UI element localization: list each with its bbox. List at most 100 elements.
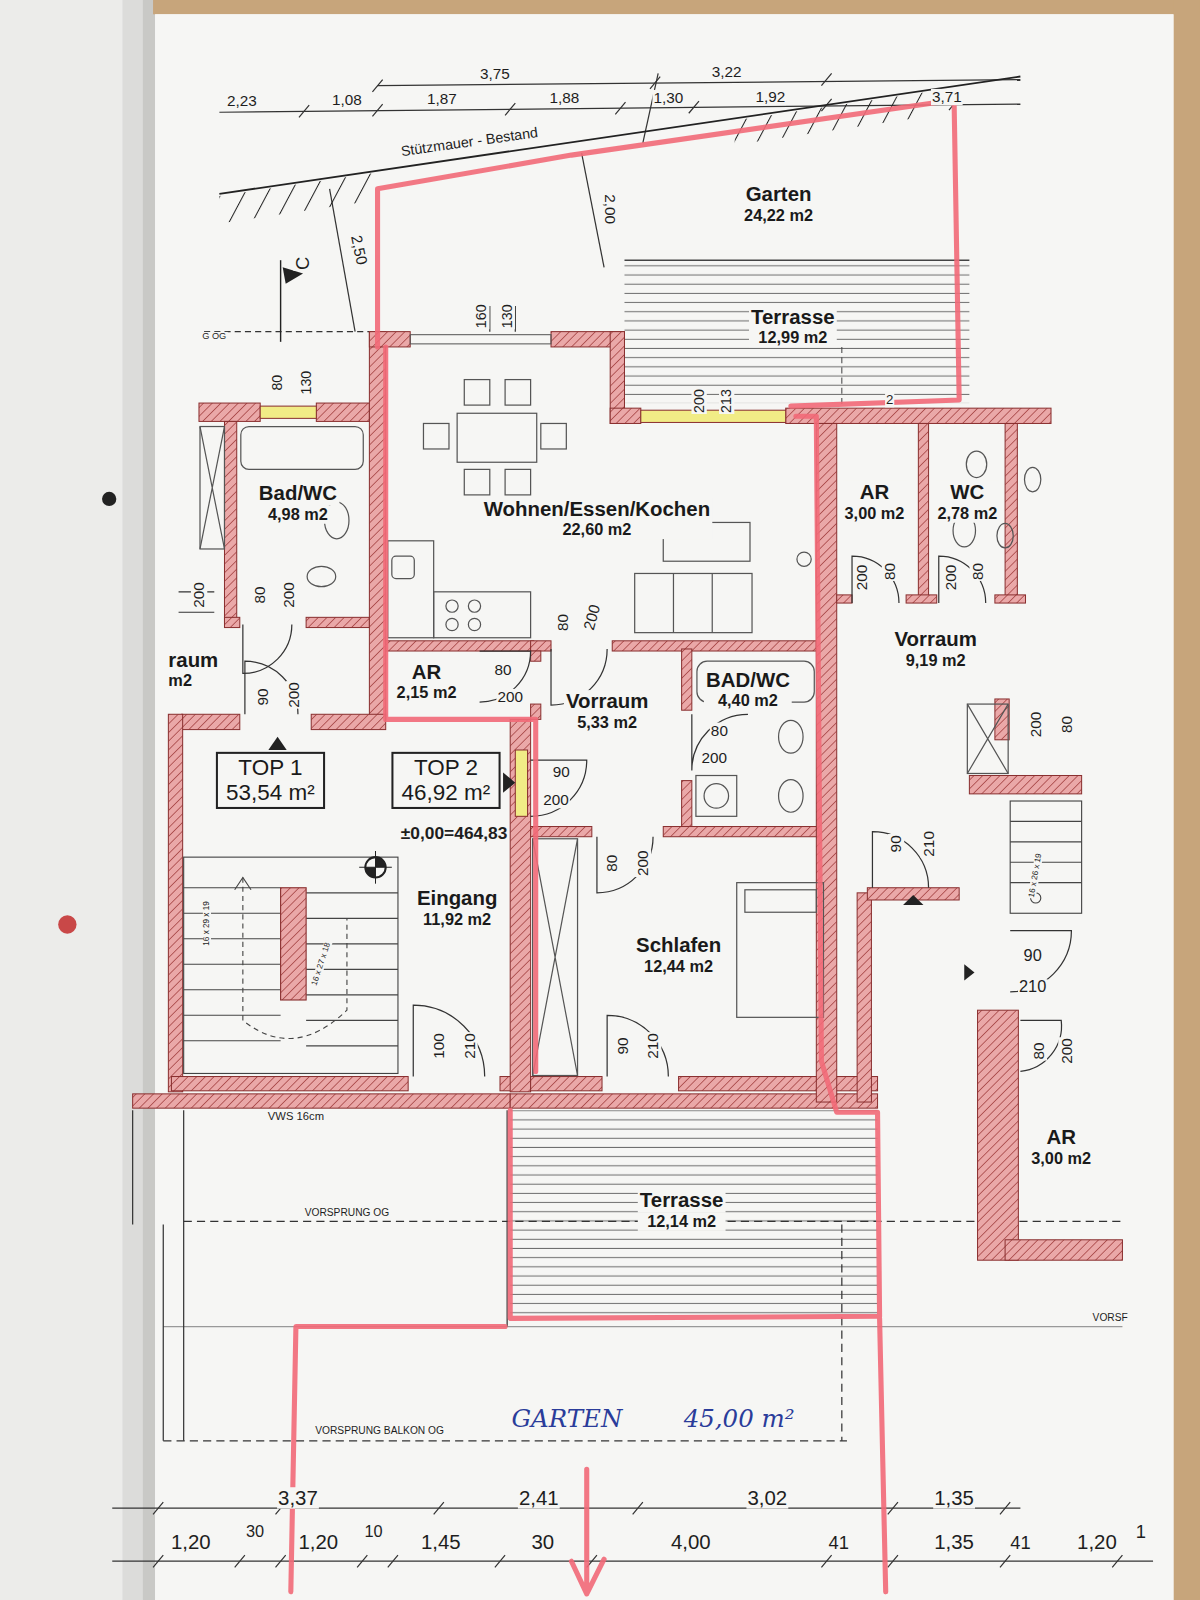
room-name: raum (166, 648, 220, 671)
dimension-label: 1,20 (170, 1532, 212, 1553)
dimension-label: 1,35 (933, 1532, 975, 1553)
measure-label: 80 (252, 585, 268, 604)
measure-label: 2,00 (602, 193, 618, 225)
dimension-label: 1,20 (297, 1532, 339, 1553)
room-area: 12,44 m2 (634, 957, 723, 976)
measure-label: 130 (500, 303, 515, 329)
measure-label: 210 (921, 830, 937, 858)
note-label: VORSPRUNG OG (304, 1208, 391, 1219)
measure-label: 90 (888, 834, 904, 853)
room-name: Garten (742, 183, 815, 206)
room-name: WC (935, 481, 999, 504)
measure-label: C (293, 256, 312, 271)
room-name: TOP 2 (400, 756, 493, 781)
measure-label: 80 (1058, 715, 1074, 734)
measure-label: 80 (710, 723, 729, 739)
measure-label: 200 (854, 564, 870, 592)
measure-label: 1,88 (548, 90, 580, 106)
windows (260, 335, 786, 817)
measure-label: 200 (281, 581, 297, 609)
room-area: 22,60 m2 (482, 521, 712, 540)
room-label: BAD/WC4,40 m2 (704, 669, 792, 711)
room-name: Schlafen (634, 934, 723, 957)
dimension-label: 1,45 (420, 1532, 462, 1553)
measure-label: 80 (604, 854, 620, 873)
measure-label: 10 (363, 1524, 383, 1541)
room-label: AR3,00 m2 (1029, 1126, 1093, 1168)
measure-label: 90 (1023, 948, 1043, 965)
dimension-label: 1,20 (1076, 1532, 1118, 1553)
note-label: VORSPRUNG BALKON OG (314, 1426, 445, 1437)
measure-label: 90 (255, 687, 271, 706)
dimension-label: 3,37 (277, 1487, 319, 1508)
measure-label: 80 (555, 613, 571, 632)
measure-label: 1,87 (426, 91, 458, 107)
staircase (184, 801, 1082, 1073)
measure-label: 210 (645, 1032, 661, 1060)
room-name: Eingang (415, 887, 500, 910)
room-name: Terrasse (638, 1189, 726, 1212)
measure-label: 1,30 (652, 90, 684, 106)
measure-label: 200 (943, 564, 959, 592)
measure-label: 200 (691, 388, 706, 414)
measure-label: 200 (1058, 1037, 1074, 1065)
room-name: AR (1029, 1126, 1093, 1149)
room-name: BAD/WC (704, 669, 792, 692)
room-area: 5,33 m2 (564, 714, 650, 733)
measure-label: ±0,00=464,83 (400, 825, 509, 843)
room-area: 3,00 m2 (842, 504, 906, 523)
measure-label: 80 (1031, 1041, 1047, 1060)
note-label: 16 x 29 x 19 (203, 900, 212, 947)
room-area: 53,54 m² (224, 781, 317, 806)
room-label: Bad/WC4,98 m2 (257, 482, 339, 524)
room-name: AR (395, 661, 459, 684)
measure-label: 200 (700, 750, 728, 766)
note-label: G OG (201, 332, 227, 342)
measure-label: 3,22 (711, 63, 743, 79)
room-label: AR2,15 m2 (395, 661, 459, 703)
dimension-label: 4,00 (670, 1532, 712, 1553)
room-name: Bad/WC (257, 482, 339, 505)
room-label: Eingang11,92 m2 (415, 887, 500, 929)
measure-label: 210 (1018, 979, 1047, 996)
room-label: Vorraum5,33 m2 (564, 690, 650, 732)
room-area: 9,19 m2 (892, 651, 978, 670)
dimension-label: 2,41 (518, 1487, 560, 1508)
walls (133, 332, 1123, 1261)
measure-label: 200 (496, 689, 524, 705)
symbols (268, 260, 974, 980)
room-area: m2 (166, 672, 220, 691)
room-label: Terrasse12,14 m2 (638, 1189, 726, 1231)
measure-label: 41 (828, 1533, 850, 1552)
room-name: GARTEN (509, 1404, 624, 1433)
room-name: Vorraum (892, 628, 978, 651)
measure-label: 1 (1135, 1523, 1147, 1542)
room-label: Wohnen/Essen/Kochen22,60 m2 (482, 497, 712, 539)
projection-lines (133, 1110, 1123, 1441)
dimension-label: 3,02 (746, 1487, 788, 1508)
measure-label: 3,75 (479, 65, 511, 81)
room-area: 2,78 m2 (935, 504, 999, 523)
dimension-lines (112, 73, 1153, 1567)
measure-label: 1,92 (754, 89, 786, 105)
measure-label: 41 (1009, 1533, 1031, 1552)
unit-box: TOP 153,54 m² (216, 752, 325, 810)
room-label: Garten24,22 m2 (742, 183, 815, 225)
room-label: Vorraum9,19 m2 (892, 628, 978, 670)
room-area: 4,40 m2 (704, 692, 792, 711)
measure-label: 200 (542, 792, 570, 808)
measure-label: 213 (719, 388, 734, 414)
measure-label: 210 (461, 1032, 477, 1060)
room-label: Terrasse12,99 m2 (749, 305, 837, 347)
measure-label: 100 (431, 1032, 447, 1060)
room-area: 4,98 m2 (257, 505, 339, 524)
room-name: Wohnen/Essen/Kochen (482, 497, 712, 520)
room-area: 11,92 m2 (415, 911, 500, 930)
furniture (200, 380, 1041, 1076)
measure-label: 80 (882, 562, 898, 581)
note-label: VORSF (1092, 1313, 1129, 1324)
unit-box: TOP 246,92 m² (391, 752, 500, 810)
room-area: 2,15 m2 (395, 684, 459, 703)
